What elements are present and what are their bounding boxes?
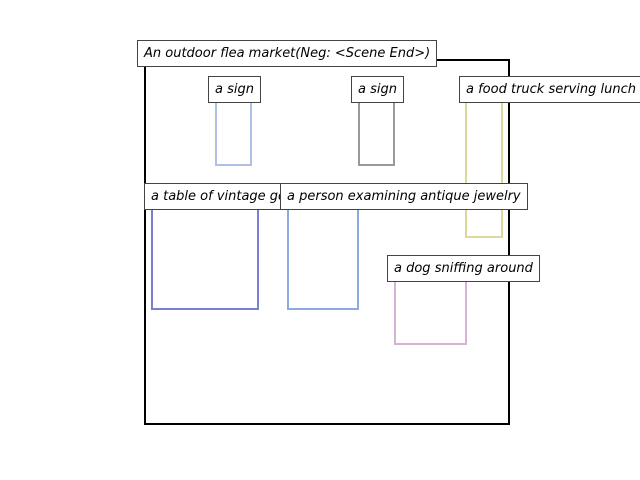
region-label-dog: a dog sniffing around xyxy=(387,255,540,282)
region-box-food-truck xyxy=(465,92,503,238)
region-box-vintage-table xyxy=(151,200,259,310)
region-label-jewelry-person: a person examining antique jewelry xyxy=(280,183,528,210)
region-label-sign-1: a sign xyxy=(208,76,261,103)
scene-caption: An outdoor flea market(Neg: <Scene End>) xyxy=(137,40,438,67)
region-box-sign-2 xyxy=(358,92,395,166)
region-box-jewelry-person xyxy=(287,200,359,310)
region-label-sign-2: a sign xyxy=(351,76,404,103)
region-label-food-truck: a food truck serving lunch xyxy=(459,76,640,103)
region-box-sign-1 xyxy=(215,92,252,166)
